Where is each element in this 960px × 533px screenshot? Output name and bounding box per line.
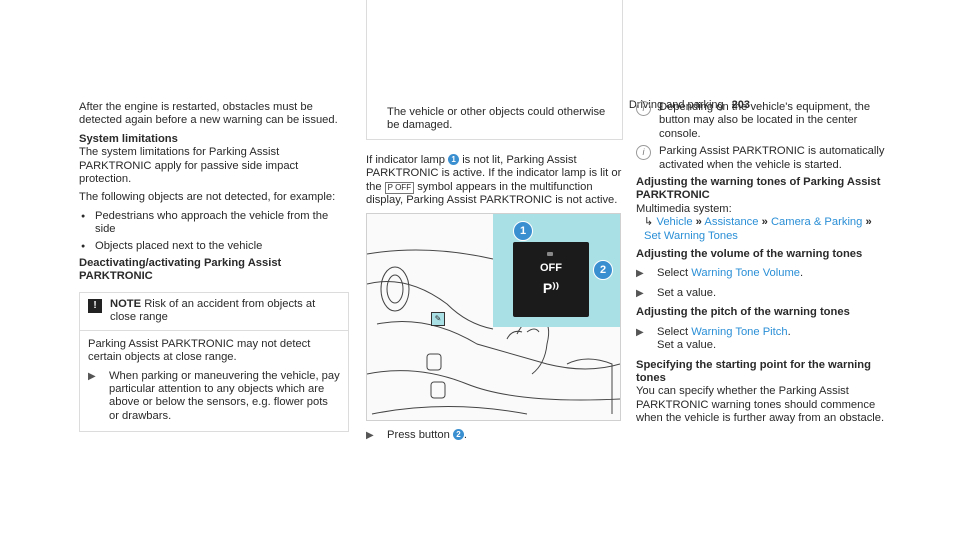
menu-path: ↳ Vehicle » Assistance » Camera & Parkin… [636,216,886,243]
note-cont-text: The vehicle or other objects could other… [387,106,606,132]
callout-2: 2 [593,260,613,281]
starting-point-text: You can specify whether the Parking Assi… [636,385,885,425]
intro-text: After the engine is restarted, obstacles… [79,101,338,127]
info-note: i Depending on the vehicle's equipment, … [636,101,886,141]
off-label: OFF [540,262,562,275]
warning-tone-volume-link[interactable]: Warning Tone Volume [691,267,801,280]
limits-text: The system limitations for Parking Assis… [79,146,299,186]
multimedia-label: Multimedia system: [636,202,732,215]
note-header: ! NOTE Risk of an accident from objects … [80,293,348,330]
column-2: The vehicle or other objects could other… [366,0,623,443]
parktronic-off-icon: P OFF [384,181,415,194]
press-step: ▶ Press button 2. [366,429,468,442]
step-arrow-icon: ▶ [88,370,96,382]
warning-icon: ! [88,298,102,313]
button-inset: OFF P⁾⁾ 1 2 [493,214,620,328]
path-set-warning-tones[interactable]: Set Warning Tones [644,229,738,242]
info-note: i Parking Assist PARKTRONIC is automatic… [636,145,886,172]
parktronic-icon: P⁾⁾ [542,280,560,297]
note-continued: The vehicle or other objects could other… [366,0,623,140]
pitch-step: ▶ Select Warning Tone Pitch.Set a value. [636,325,791,352]
callout-1: 1 [513,221,533,242]
column-1: After the engine is restarted, obstacles… [79,101,349,433]
parktronic-button[interactable]: OFF P⁾⁾ [513,242,589,318]
limits-heading: System limitations [79,132,178,145]
menu-arrow-icon: ↳ [644,216,654,229]
starting-point-heading: Specifying the starting point for the wa… [636,358,871,384]
note-step-text: When parking or maneuvering the vehicle,… [109,369,340,422]
set-value-step: ▶ Set a value. [636,286,717,299]
note-step: ▶ When parking or maneuvering the vehicl… [88,370,340,424]
path-vehicle[interactable]: Vehicle [656,216,693,229]
page-number: 203 [731,99,750,111]
header-title: Driving and parking [628,99,724,111]
info-icon: i [636,101,651,116]
not-detected-text: The following objects are not detected, … [79,191,336,204]
indicator-lamp [547,252,553,257]
path-separator-icon: » [761,216,768,229]
page-header: Driving and parking 203 [450,99,750,112]
pitch-heading: Adjusting the pitch of the warning tones [636,306,850,319]
list-item: Objects placed next to the vehicle [79,240,349,254]
button-location-marker: ✎ [431,312,445,327]
volume-heading: Adjusting the volume of the warning tone… [636,248,863,261]
volume-step: ▶ Select Warning Tone Volume. [636,267,804,280]
note-box: ! NOTE Risk of an accident from objects … [79,291,349,433]
path-camera-parking[interactable]: Camera & Parking [770,216,863,229]
step-arrow-icon: ▶ [636,326,644,338]
path-separator-icon: » [865,216,872,229]
step-arrow-icon: ▶ [636,287,644,299]
callout-1: 1 [448,153,460,165]
path-separator-icon: » [695,216,702,229]
indicator-text: If indicator lamp 1 is not lit, Parking … [366,153,622,207]
dashboard-illustration: OFF P⁾⁾ 1 2 ✎ [366,213,621,422]
not-detected-list: Pedestrians who approach the vehicle fro… [79,210,349,254]
step-arrow-icon: ▶ [636,268,644,280]
info-icon: i [636,145,651,161]
note-body: Parking Assist PARKTRONIC may not detect… [80,329,348,431]
path-assistance[interactable]: Assistance [704,216,759,229]
note-text: Parking Assist PARKTRONIC may not detect… [88,337,311,364]
list-item: Pedestrians who approach the vehicle fro… [79,210,349,237]
warning-tone-pitch-link[interactable]: Warning Tone Pitch [691,325,788,338]
adjust-tones-heading: Adjusting the warning tones of Parking A… [636,176,881,202]
column-3: i Depending on the vehicle's equipment, … [636,101,886,431]
step-arrow-icon: ▶ [366,430,374,442]
deactivating-heading: Deactivating/activating Parking Assist P… [79,257,282,283]
callout-2: 2 [452,429,464,441]
note-label: NOTE [110,297,142,310]
note-title: Risk of an accident from objects at clos… [110,297,316,324]
